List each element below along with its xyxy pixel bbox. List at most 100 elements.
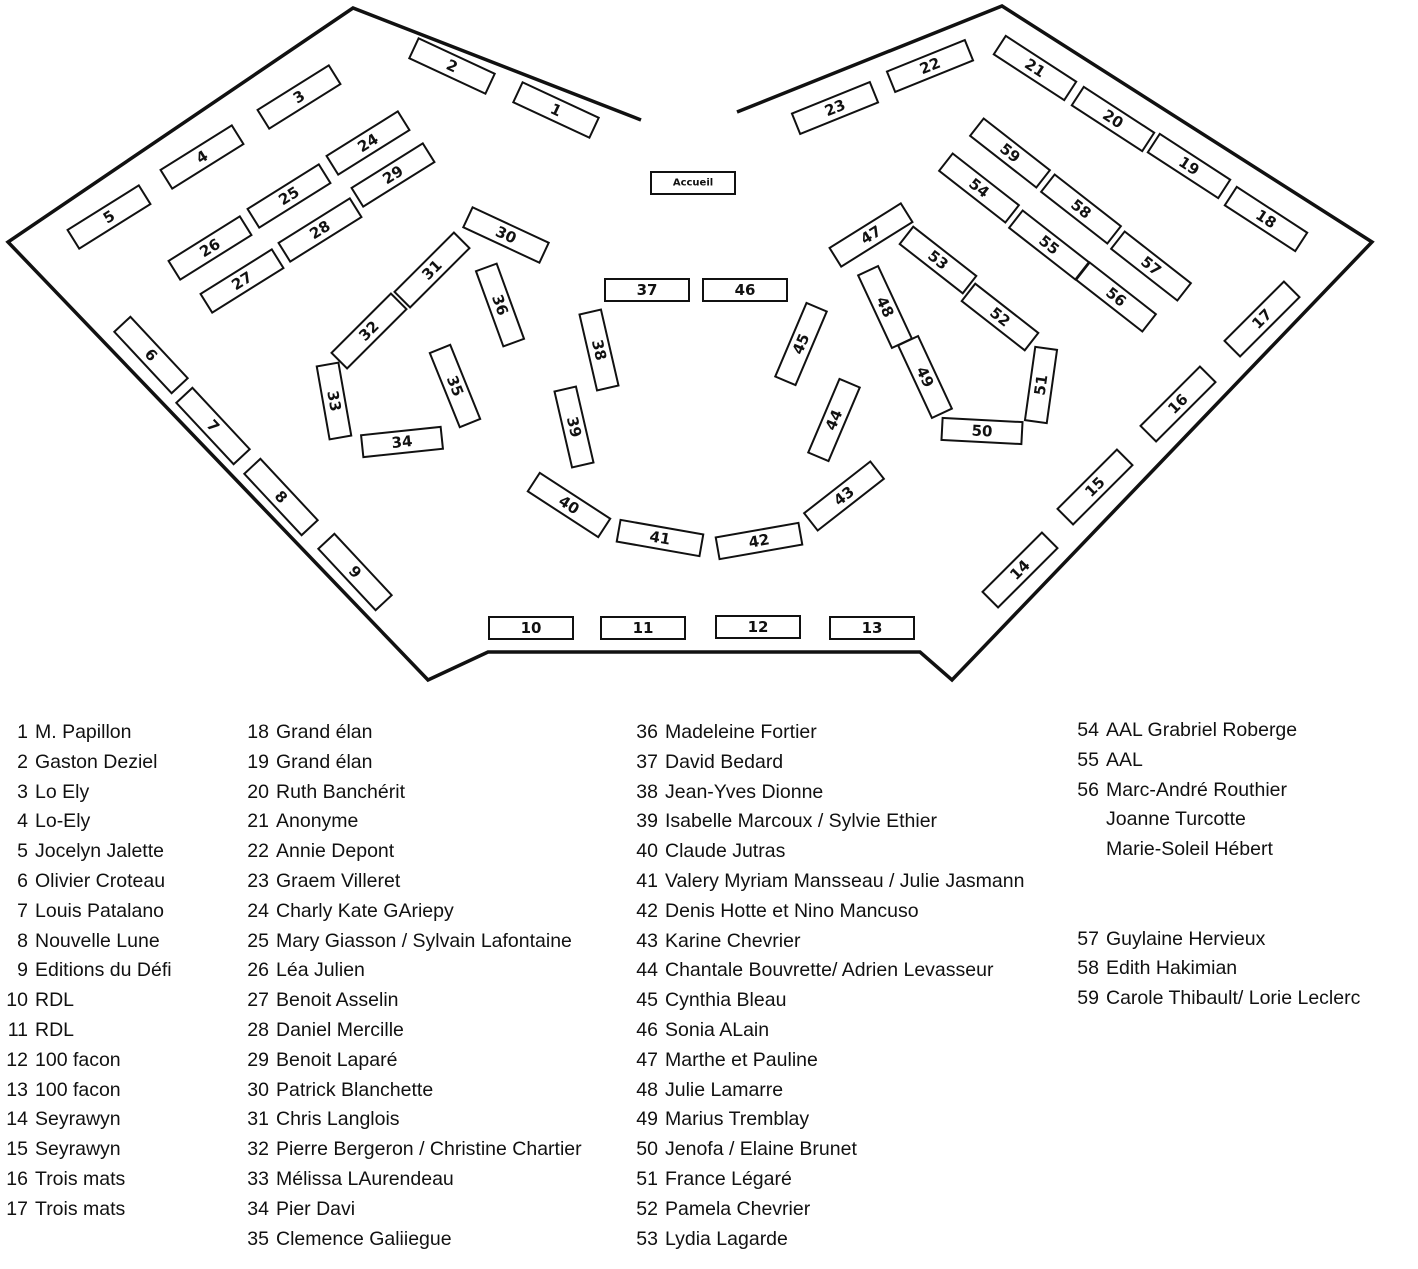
table-box: [885, 38, 975, 94]
table-box: [526, 471, 612, 539]
table-box: [511, 80, 601, 140]
table-box: [1223, 280, 1301, 358]
table-32: 32: [330, 292, 408, 370]
table-box: [553, 385, 595, 469]
table-47: 47: [828, 202, 914, 268]
table-6: 6: [112, 315, 190, 395]
table-53: 53: [898, 225, 978, 295]
table-box: [359, 425, 445, 459]
table-box: [330, 292, 408, 370]
table-box: [802, 460, 886, 532]
table-9: 9: [316, 532, 394, 612]
table-box: [578, 308, 620, 392]
table-number: 33: [323, 389, 344, 413]
table-number: 13: [862, 619, 883, 637]
table-box: [1223, 185, 1309, 253]
table-14: 14: [981, 531, 1059, 609]
table-26: 26: [167, 215, 253, 281]
table-box: [112, 315, 190, 395]
table-42: 42: [714, 521, 804, 561]
table-box: [350, 142, 436, 208]
accueil-desk: Accueil: [650, 171, 736, 195]
accueil-label: Accueil: [673, 178, 713, 189]
table-number: 39: [563, 415, 585, 439]
table-15: 15: [1056, 448, 1134, 526]
table-box: [828, 202, 914, 268]
table-38: 38: [578, 308, 620, 392]
table-box: [174, 386, 252, 466]
table-box: [1039, 173, 1123, 245]
table-box: [461, 205, 551, 265]
table-number: 42: [747, 530, 771, 551]
table-number: 38: [588, 338, 610, 362]
table-29: 29: [350, 142, 436, 208]
table-35: 35: [428, 343, 482, 429]
table-number: 50: [971, 421, 993, 440]
table-box: [829, 616, 915, 640]
table-number: 11: [633, 619, 654, 637]
table-50: 50: [940, 416, 1024, 446]
table-7: 7: [174, 386, 252, 466]
table-box: [715, 615, 801, 639]
table-49: 49: [896, 334, 954, 420]
table-box: [604, 278, 690, 302]
table-54: 54: [937, 152, 1021, 224]
table-box: [981, 531, 1059, 609]
table-4: 4: [159, 124, 245, 190]
table-39: 39: [553, 385, 595, 469]
table-box: [960, 282, 1040, 352]
table-box: [714, 521, 804, 561]
table-number: 41: [648, 527, 672, 548]
table-box: [242, 457, 320, 537]
table-box: [167, 215, 253, 281]
table-box: [615, 518, 705, 558]
table-46: 46: [702, 278, 788, 302]
table-8: 8: [242, 457, 320, 537]
table-box: [1139, 365, 1217, 443]
legend-spacer: [1071, 865, 1360, 925]
table-3: 3: [256, 64, 342, 130]
table-17: 17: [1223, 280, 1301, 358]
table-31: 31: [393, 231, 471, 309]
table-22: 22: [885, 38, 975, 94]
table-box: [992, 34, 1078, 102]
table-box: [1074, 261, 1158, 333]
hall-wall-left: [5, 4, 1375, 683]
table-box: [1056, 448, 1134, 526]
